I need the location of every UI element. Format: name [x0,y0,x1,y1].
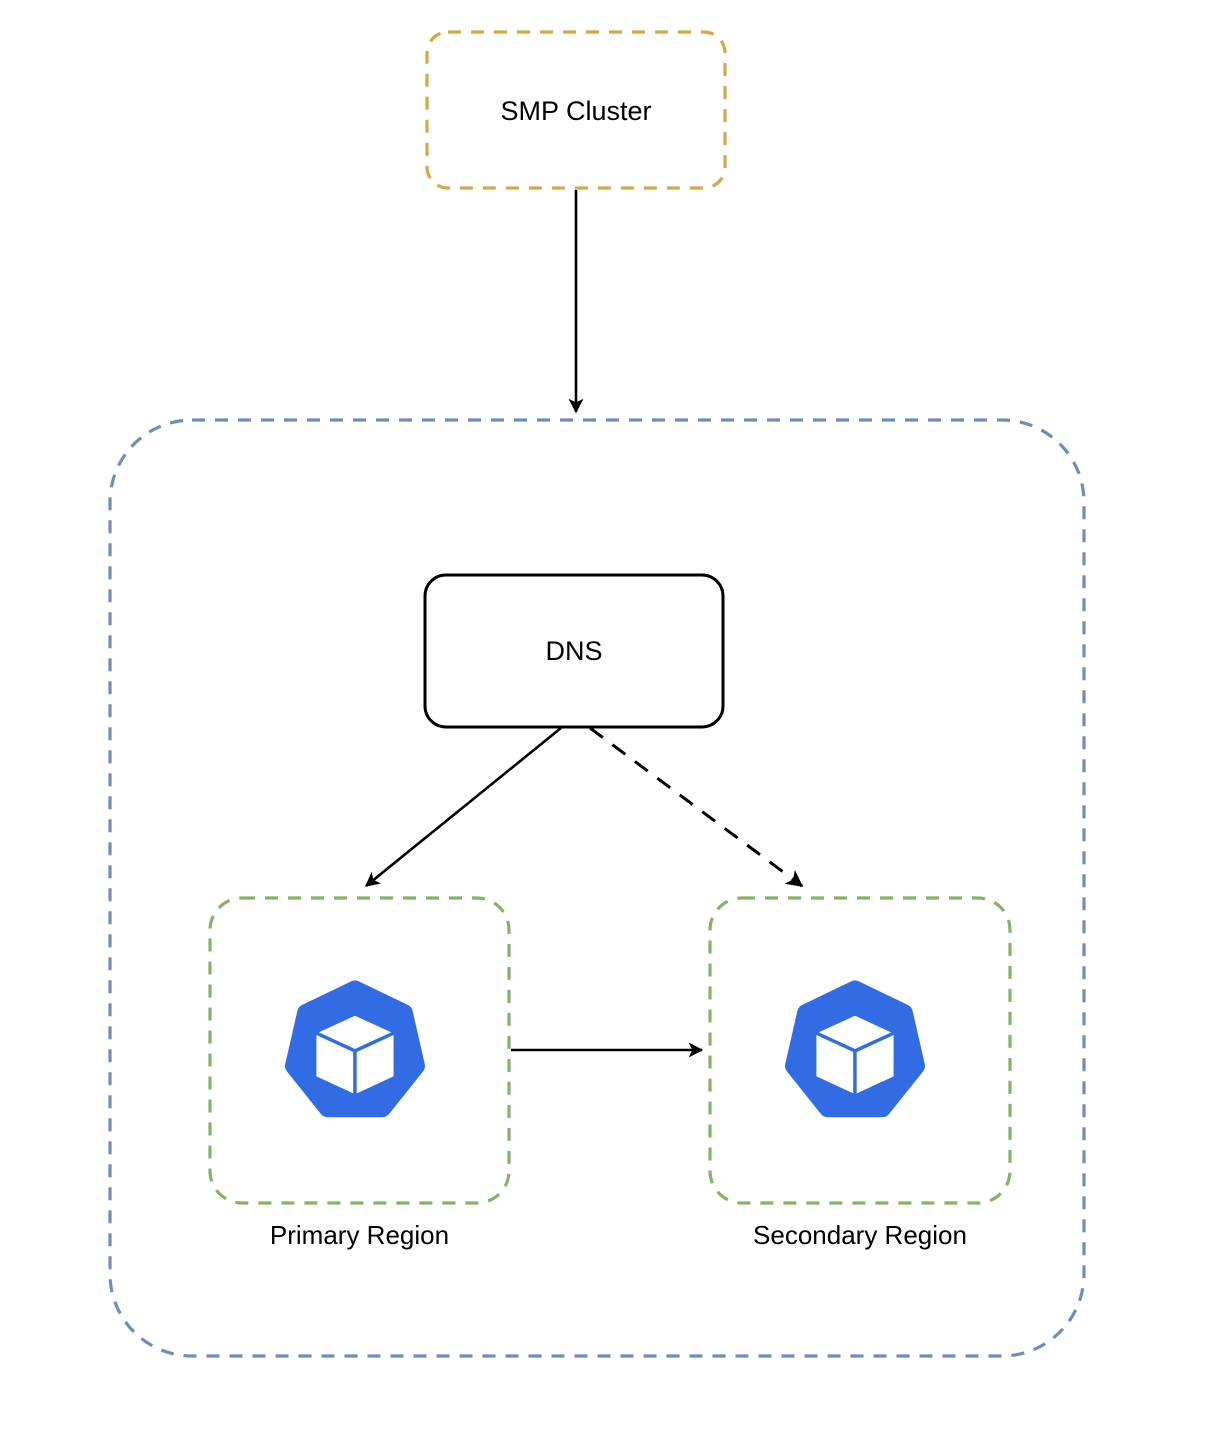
dns-label: DNS [545,636,603,666]
edge-dns-to-primary [365,726,562,888]
smp-cluster-box[interactable] [425,30,727,190]
kubernetes-icon [785,980,925,1118]
secondary-region-label: Secondary Region [753,1220,967,1250]
platform-boundary-box [108,418,1086,1358]
dns-box[interactable] [423,573,725,729]
kubernetes-icon [285,980,425,1118]
smp-cluster-label: SMP Cluster [500,96,652,126]
primary-region-label: Primary Region [269,1220,450,1250]
